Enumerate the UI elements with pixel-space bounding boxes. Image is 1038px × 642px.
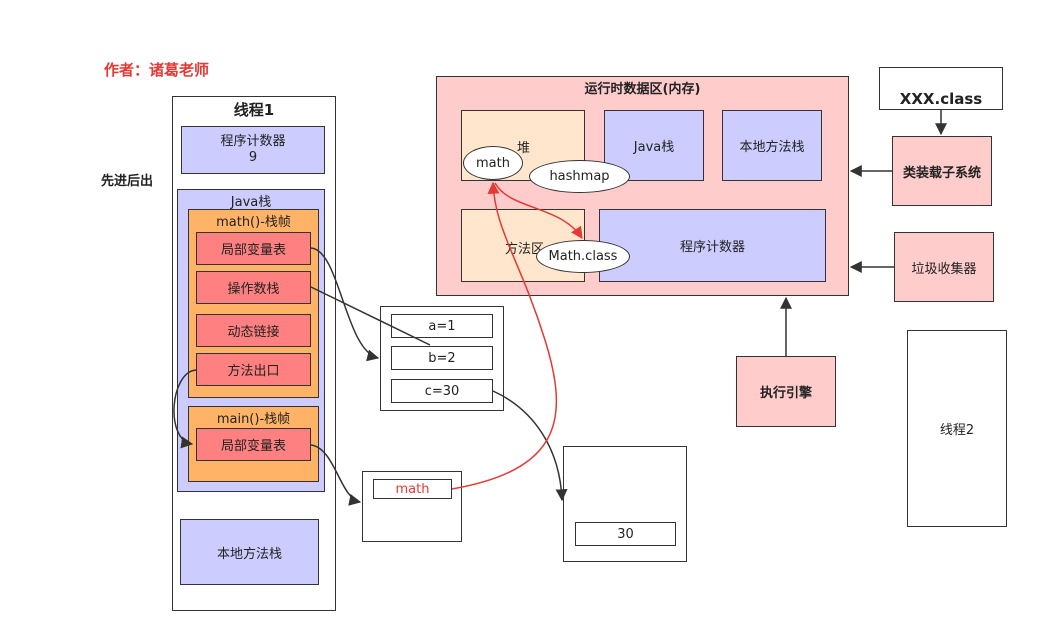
thread1-pc-value: 9 (248, 150, 258, 165)
heap-label: 堆 (517, 141, 531, 156)
heap-math-object: math (463, 146, 523, 180)
local-var-b: b=2 (391, 346, 493, 370)
main-local-vars: 局部变量表 (196, 428, 311, 461)
runtime-java-stack: Java栈 (604, 110, 704, 181)
runtime-pc: 程序计数器 (599, 209, 826, 282)
class-loader-subsystem: 类装载子系统 (892, 136, 992, 206)
local-var-a: a=1 (391, 314, 493, 338)
math-operand-stack: 操作数栈 (196, 271, 311, 304)
fifo-note: 先进后出 (101, 174, 154, 189)
local-var-c: c=30 (391, 379, 493, 403)
runtime-native-stack: 本地方法栈 (722, 110, 822, 181)
value-30: 30 (575, 522, 676, 546)
execution-engine: 执行引擎 (736, 356, 836, 427)
xxx-class-file: XXX.class (879, 67, 1003, 110)
method-class-object: Math.class (536, 240, 630, 273)
runtime-area-title: 运行时数据区(内存) (584, 82, 701, 97)
thread1-pc-label: 程序计数器 (220, 134, 286, 149)
author-label: 作者：诸葛老师 (104, 61, 210, 79)
thread1-pc: 程序计数器 9 (181, 126, 325, 174)
math-local-vars: 局部变量表 (196, 232, 311, 265)
thread1-native-stack: 本地方法栈 (180, 519, 319, 585)
math-return-address: 方法出口 (196, 353, 311, 386)
math-dynamic-link: 动态链接 (196, 314, 311, 347)
heap-hashmap-object: hashmap (529, 160, 630, 193)
java-stack-label: Java栈 (230, 195, 272, 210)
thread2-panel: 线程2 (907, 330, 1007, 527)
main-frame-title: main()-栈帧 (216, 412, 291, 427)
thread1-title: 线程1 (233, 101, 275, 119)
garbage-collector: 垃圾收集器 (894, 232, 994, 302)
math-frame-title: math()-栈帧 (216, 215, 291, 230)
math-ref-value: math (373, 479, 452, 499)
